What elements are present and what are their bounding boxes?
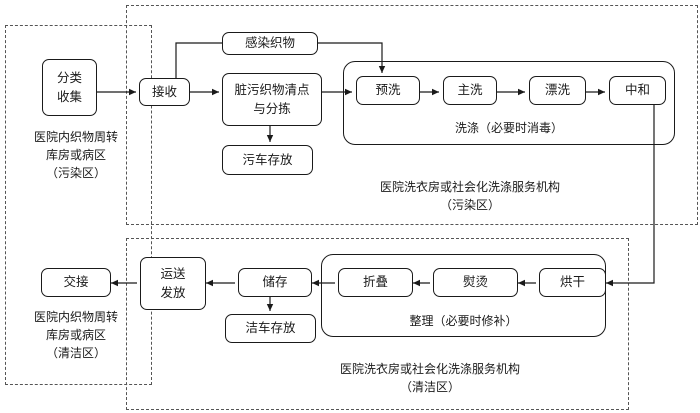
finish-group-label: 整理（必要时修补） [409, 314, 518, 328]
finish-group [321, 254, 606, 337]
transport-box: 运送 发放 [140, 257, 206, 310]
laundry-clean-label: 医院洗衣房或社会化洗涤服务机构 （清洁区） [339, 362, 520, 394]
laundry-clean-region [126, 238, 629, 410]
rinse-box: 漂洗 [529, 76, 586, 105]
receive-box: 接收 [139, 78, 190, 106]
sort-box: 脏污织物清点 与分拣 [222, 73, 322, 126]
wash-group-label: 洗涤（必要时消毒） [454, 121, 563, 135]
handover-box: 交接 [41, 268, 111, 297]
dry-box: 烘干 [539, 268, 606, 297]
laundry-dirty-label: 医院洗衣房或社会化洗涤服务机构 （污染区） [379, 180, 560, 212]
clean-cart-box: 洁车存放 [225, 314, 316, 343]
hospital-dirty-label: 医院内织物周转 库房或病区 （污染区） [33, 130, 118, 180]
hospital-clean-label: 医院内织物周转 库房或病区 （清洁区） [33, 310, 118, 360]
hospital-dirty-region [5, 25, 152, 385]
laundry-dirty-region [126, 5, 698, 225]
classify-collect-box: 分类 收集 [42, 59, 97, 116]
infected-textiles-box: 感染织物 [222, 32, 318, 55]
main-wash-box: 主洗 [443, 76, 497, 105]
store-box: 储存 [238, 268, 312, 297]
neutralize-box: 中和 [609, 76, 666, 105]
wash-group [343, 61, 675, 145]
prewash-box: 预洗 [356, 76, 420, 105]
dirty-cart-box: 污车存放 [222, 145, 313, 175]
iron-box: 熨烫 [433, 268, 518, 297]
fold-box: 折叠 [338, 268, 413, 297]
